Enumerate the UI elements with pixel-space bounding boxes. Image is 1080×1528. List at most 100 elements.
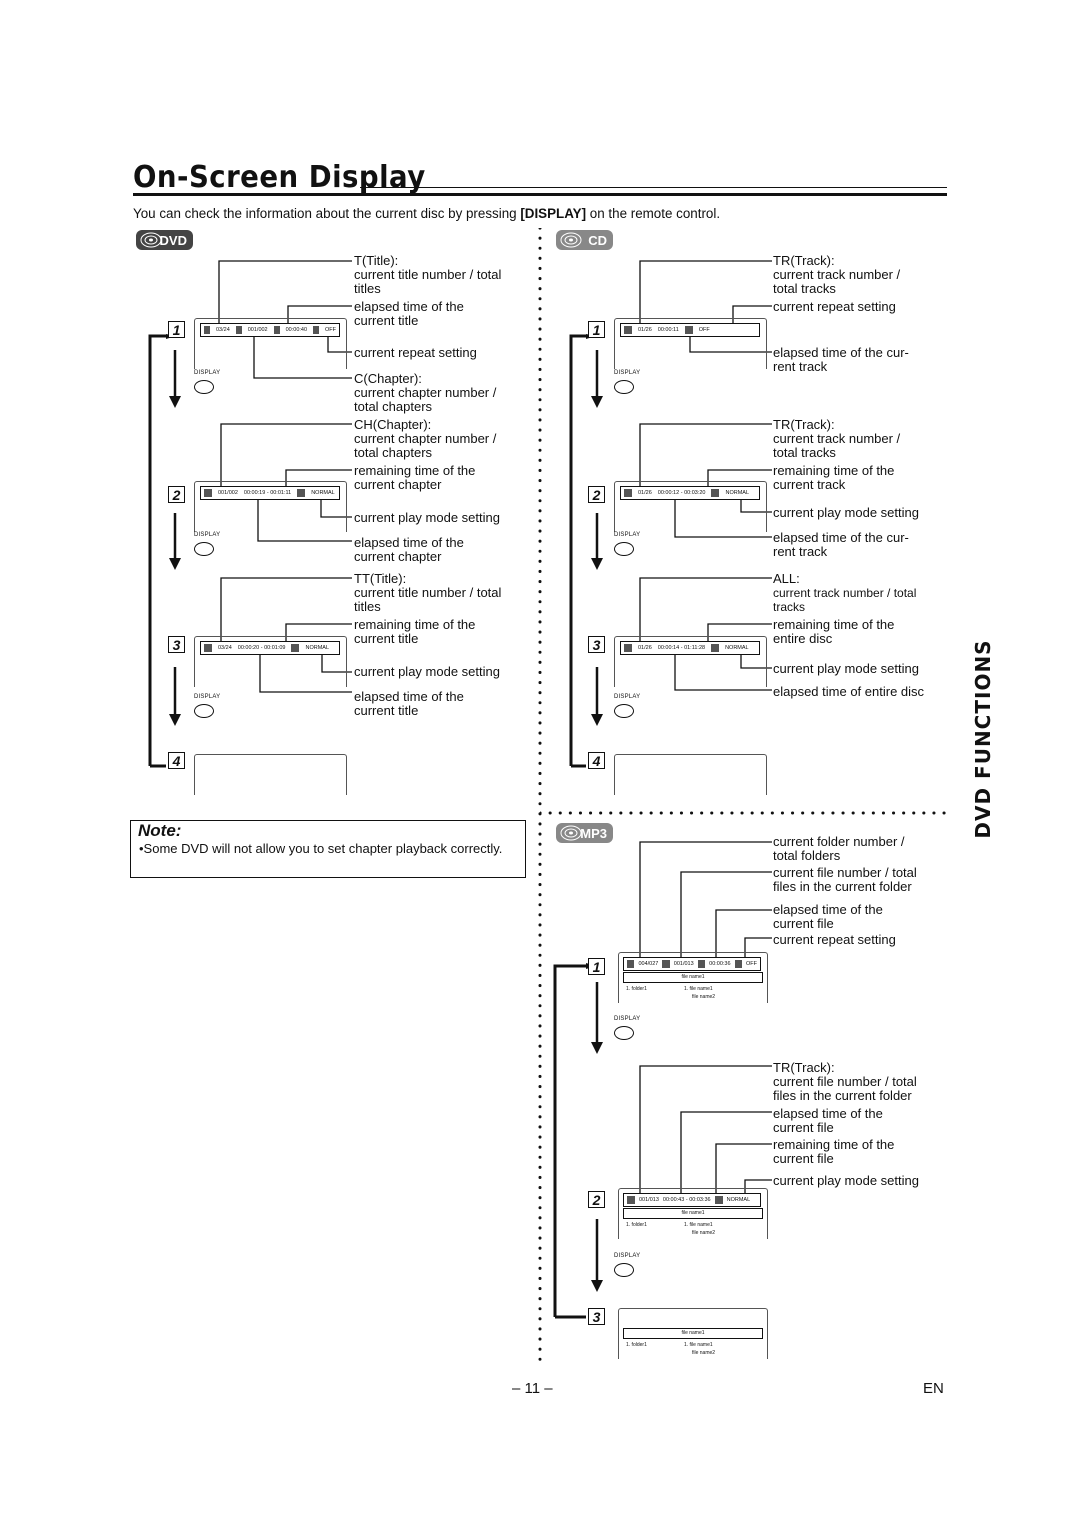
mp3-step-1: 1 xyxy=(588,958,605,975)
display-button-label: DISPLAY xyxy=(614,1253,641,1259)
side-tab: DVD FUNCTIONS xyxy=(965,639,1001,839)
title-rule xyxy=(133,193,947,196)
track-icon xyxy=(627,1196,635,1204)
display-button[interactable] xyxy=(614,542,634,556)
osd-value: 004/027 xyxy=(638,961,659,967)
track-icon xyxy=(624,326,632,334)
language-tag: EN xyxy=(923,1380,944,1397)
dvd-s2-playmode-label: current play mode setting xyxy=(354,510,500,525)
mp3-step-2: 2 xyxy=(588,1191,605,1208)
display-button-label: DISPLAY xyxy=(194,532,221,538)
title-rule-thin xyxy=(360,187,947,188)
dvd-s2-chapter-label: CH(Chapter):current chapter number /tota… xyxy=(354,417,497,460)
cd-screen-4 xyxy=(614,754,767,795)
osd-value: 001/013 xyxy=(639,1197,659,1203)
repeat-icon xyxy=(684,326,693,334)
intro-after: on the remote control. xyxy=(586,206,721,221)
display-button[interactable] xyxy=(194,542,214,556)
mp3-folder-entry[interactable]: 1. folder1 xyxy=(626,1342,647,1348)
osd-value: OFF xyxy=(698,327,710,333)
mp3-s1-repeat-label: current repeat setting xyxy=(773,932,896,947)
display-button[interactable] xyxy=(194,380,214,394)
osd-value: 00:00:36 xyxy=(709,961,731,967)
disc-icon xyxy=(140,232,162,248)
mp3-file-entry[interactable]: file name2 xyxy=(692,994,716,1000)
mp3-s1-folder-label: current folder number /total folders xyxy=(773,834,905,863)
dvd-s1-chapter-label: C(Chapter):current chapter number /total… xyxy=(354,371,497,414)
mp3-screen-2 xyxy=(618,1188,768,1239)
clock-icon xyxy=(273,326,280,334)
mp3-file-entry[interactable]: 1. file name1 xyxy=(684,1342,713,1348)
dvd-osd-2: 001/002 00:00:19 - 00:01:11 NORMAL xyxy=(200,486,340,500)
mp3-file-entry[interactable]: file name2 xyxy=(692,1230,716,1236)
dvd-s1-repeat-label: current repeat setting xyxy=(354,345,477,360)
osd-value: NORMAL xyxy=(311,490,335,496)
note-box xyxy=(130,820,526,878)
cd-step-1: 1 xyxy=(588,321,605,338)
display-button[interactable] xyxy=(614,704,634,718)
mp3-badge-label: MP3 xyxy=(580,825,607,841)
display-button[interactable] xyxy=(614,380,634,394)
osd-value: NORMAL xyxy=(726,1197,751,1203)
mp3-file-entry[interactable]: file name2 xyxy=(692,1350,716,1356)
mp3-folder-entry[interactable]: 1. folder1 xyxy=(626,1222,647,1228)
cd-osd-3: 01/26 00:00:14 - 01:11:28 NORMAL xyxy=(620,641,760,655)
play-mode-icon xyxy=(291,644,300,652)
mp3-badge: MP3 xyxy=(556,823,613,843)
mp3-step-3: 3 xyxy=(588,1308,605,1325)
folder-icon xyxy=(627,960,635,968)
cd-s1-track-label: TR(Track):current track number /total tr… xyxy=(773,253,901,296)
side-tab-label: DVD FUNCTIONS xyxy=(971,639,995,839)
dvd-screen-4 xyxy=(194,754,347,795)
cd-s2-playmode-label: current play mode setting xyxy=(773,505,919,520)
mp3-file-entry[interactable]: 1. file name1 xyxy=(684,986,713,992)
cd-s3-playmode-label: current play mode setting xyxy=(773,661,919,676)
mp3-file-entry[interactable]: 1. file name1 xyxy=(684,1222,713,1228)
page-title: On-Screen Display xyxy=(133,160,426,195)
note-title: Note: xyxy=(138,821,182,840)
osd-value: 00:00:12 - 00:03:20 xyxy=(657,490,706,496)
cd-osd-2: 01/26 00:00:12 - 00:03:20 NORMAL xyxy=(620,486,760,500)
osd-value: 001/013 xyxy=(673,961,694,967)
cd-s1-elapsed-label: elapsed time of the cur-rent track xyxy=(773,345,909,374)
dvd-step-3: 3 xyxy=(168,636,185,653)
dvd-step-4: 4 xyxy=(168,752,185,769)
display-button-label: DISPLAY xyxy=(194,694,221,700)
mp3-osd-2: 001/013 00:00:43 - 00:03:36 NORMAL xyxy=(623,1193,761,1207)
osd-value: NORMAL xyxy=(305,645,330,651)
chapter-icon xyxy=(204,489,212,497)
mp3-folder-entry[interactable]: 1. folder1 xyxy=(626,986,647,992)
cd-step-4: 4 xyxy=(588,752,605,769)
osd-value: 00:00:11 xyxy=(657,327,679,333)
play-mode-icon xyxy=(297,489,306,497)
display-button[interactable] xyxy=(614,1263,634,1277)
dvd-osd-3: 03/24 00:00:20 - 00:01:09 NORMAL xyxy=(200,641,340,655)
intro-key: [DISPLAY] xyxy=(520,206,587,221)
dvd-screen-3 xyxy=(194,636,347,687)
osd-value: 01/26 xyxy=(638,327,652,333)
dvd-step-2: 2 xyxy=(168,486,185,503)
osd-value: 00:00:14 - 01:11:28 xyxy=(657,645,706,651)
mp3-screen-1 xyxy=(618,952,768,1003)
display-button[interactable] xyxy=(614,1026,634,1040)
osd-value: NORMAL xyxy=(725,645,749,651)
vertical-dotted-separator xyxy=(538,228,542,1368)
osd-value: 00:00:20 - 00:01:09 xyxy=(237,645,286,651)
note-text: •Some DVD will not allow you to set chap… xyxy=(139,841,503,856)
display-button[interactable] xyxy=(194,704,214,718)
osd-value: 03/24 xyxy=(215,327,230,333)
intro-before: You can check the information about the … xyxy=(133,206,521,221)
display-button-label: DISPLAY xyxy=(614,370,641,376)
osd-value: 03/24 xyxy=(218,645,232,651)
osd-value: 00:00:40 xyxy=(285,327,308,333)
intro-text: You can check the information about the … xyxy=(133,206,720,221)
